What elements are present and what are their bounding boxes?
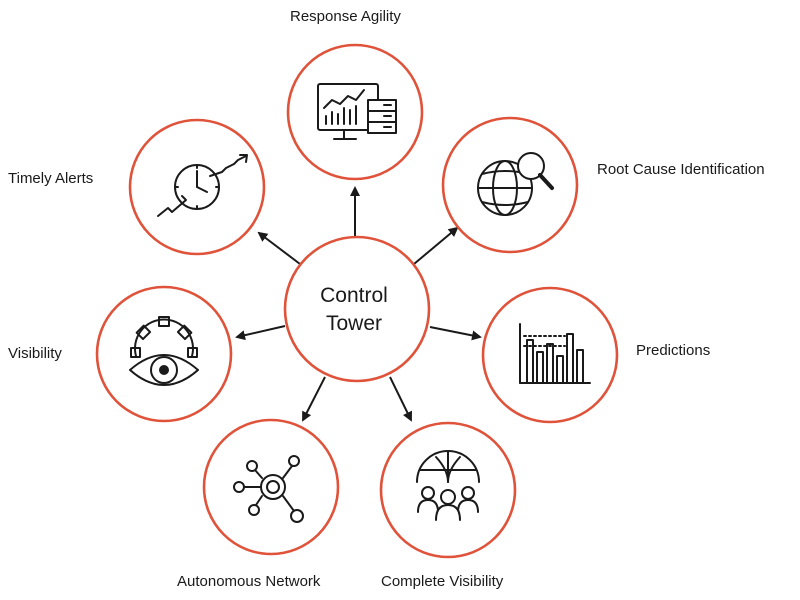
globe-people-icon [416,450,480,521]
node-visibility [95,285,233,423]
center-line-2: Tower [325,312,383,335]
center-line-1: Control [320,284,388,307]
label-complete-visibility: Complete Visibility [381,573,504,590]
gear-eye-icon [129,316,199,386]
label-autonomous-network: Autonomous Network [177,573,321,590]
arrow-to-visibility [235,325,286,341]
node-timely-alerts [128,118,266,256]
bar-chart-icon [519,323,591,384]
monitor-chart-server-icon [317,83,397,140]
label-visibility: Visibility [8,345,62,362]
label-root-cause: Root Cause Identification [597,161,765,178]
node-root-cause [441,116,579,254]
label-timely-alerts: Timely Alerts [8,170,94,187]
label-predictions: Predictions [636,342,711,359]
node-complete-visibility [379,421,517,559]
arrow-to-complete-visibility [389,376,412,422]
label-response-agility: Response Agility [290,8,401,25]
arrow-to-predictions [429,326,482,341]
node-response-agility [286,43,424,181]
arrow-to-root-cause [413,226,459,265]
control-tower-label: Control Tower [283,282,425,338]
node-predictions [481,286,619,424]
control-tower-circle [283,235,431,383]
clock-trend-icon [157,154,248,217]
arrow-to-timely-alerts [257,231,301,265]
globe-magnifier-icon [477,152,554,216]
node-autonomous-network [202,418,340,556]
arrows [235,186,482,422]
network-nodes-icon [233,455,304,523]
arrow-to-autonomous-network [302,376,326,422]
